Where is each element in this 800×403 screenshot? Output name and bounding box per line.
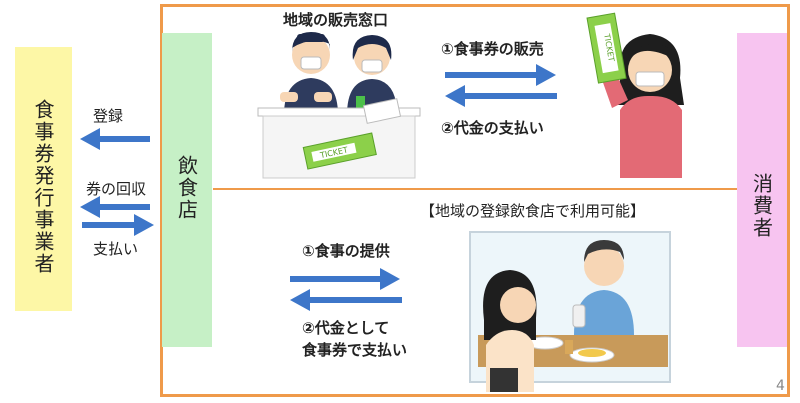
pay-arrow [82, 214, 154, 236]
payment-flow-label: ②代金の支払い [441, 119, 544, 137]
man-diner-icon [572, 240, 634, 335]
usage-note: 【地域の登録飲食店で利用可能】 [420, 202, 646, 220]
counter-desk-icon: TICKET [257, 98, 421, 179]
consumer-box: 消費者 [737, 33, 787, 347]
page-number: 4 [776, 378, 785, 394]
register-label: 登録 [93, 107, 124, 125]
ticket-pay-label-1: ②代金として [302, 319, 390, 337]
restaurant-box: 飲食店 [162, 33, 212, 347]
main-frame [160, 4, 790, 397]
sale-arrow [445, 64, 556, 86]
pay-label: 支払い [93, 240, 139, 258]
collect-label: 券の回収 [86, 180, 147, 198]
issuer-box: 食事券発行事業者 [15, 47, 72, 311]
woman-diner-icon [483, 270, 537, 392]
sale-flow-label: ①食事券の販売 [441, 40, 544, 58]
collect-arrow [80, 196, 150, 218]
consumer-label: 消費者 [749, 173, 774, 239]
staff-left-icon [280, 32, 338, 115]
ticket-held-icon: TICKET [586, 12, 627, 84]
consumer-woman-icon [594, 34, 684, 178]
sales-counter-title: 地域の販売窓口 [283, 11, 389, 29]
restaurant-label: 飲食店 [174, 155, 199, 221]
ticket-payment-arrow [290, 289, 402, 311]
payment-arrow [445, 85, 557, 107]
ticket-pay-label-2: 食事券で支払い [302, 341, 408, 359]
issuer-label: 食事券発行事業者 [31, 99, 55, 275]
meal-flow-label: ①食事の提供 [302, 242, 390, 260]
section-divider [213, 188, 738, 190]
ticket-on-desk-icon: TICKET [302, 132, 377, 170]
meal-arrow [290, 268, 400, 290]
register-arrow [80, 128, 150, 150]
